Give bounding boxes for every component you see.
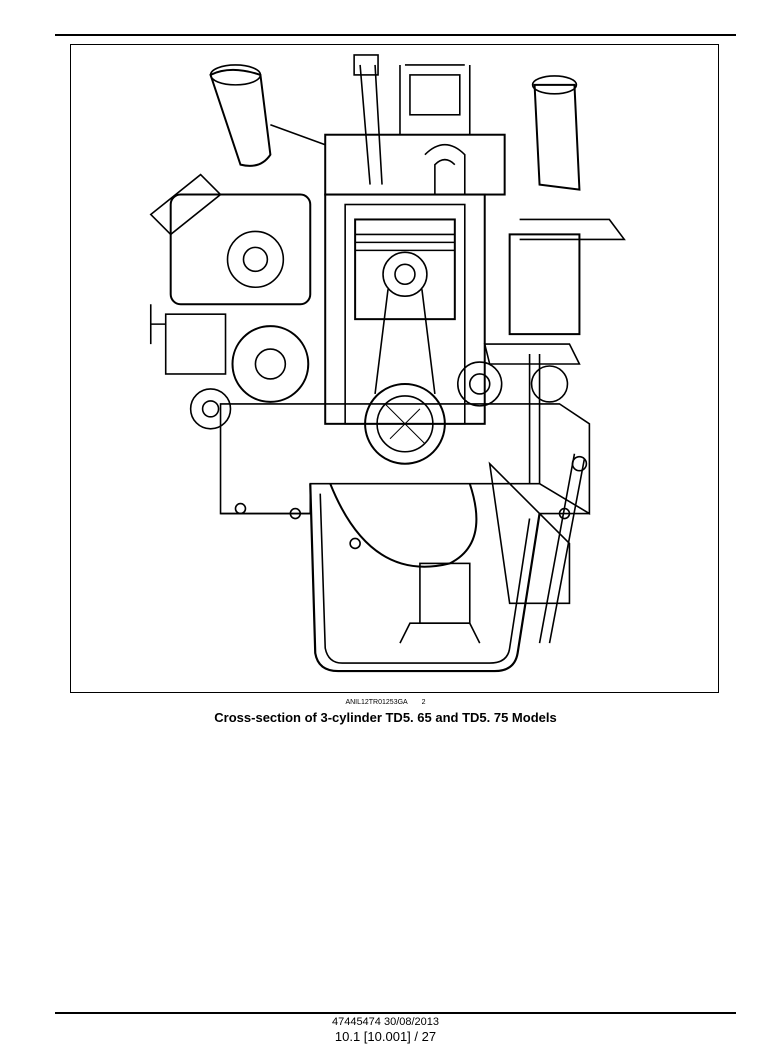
engine-drawing — [149, 54, 626, 673]
header-rule — [55, 34, 736, 36]
engine-cross-section-figure — [70, 44, 719, 693]
figure-number: 2 — [421, 699, 426, 706]
footer-rule — [55, 1012, 736, 1014]
figure-reference-code: ANIL12TR01253GA — [345, 699, 408, 706]
figure-reference: ANIL12TR01253GA 2 — [0, 699, 771, 706]
footer-page-info: 10.1 [10.001] / 27 — [334, 1029, 437, 1044]
figure-caption: Cross-section of 3-cylinder TD5. 65 and … — [214, 710, 557, 725]
footer-document-info: 47445474 30/08/2013 — [331, 1016, 440, 1028]
